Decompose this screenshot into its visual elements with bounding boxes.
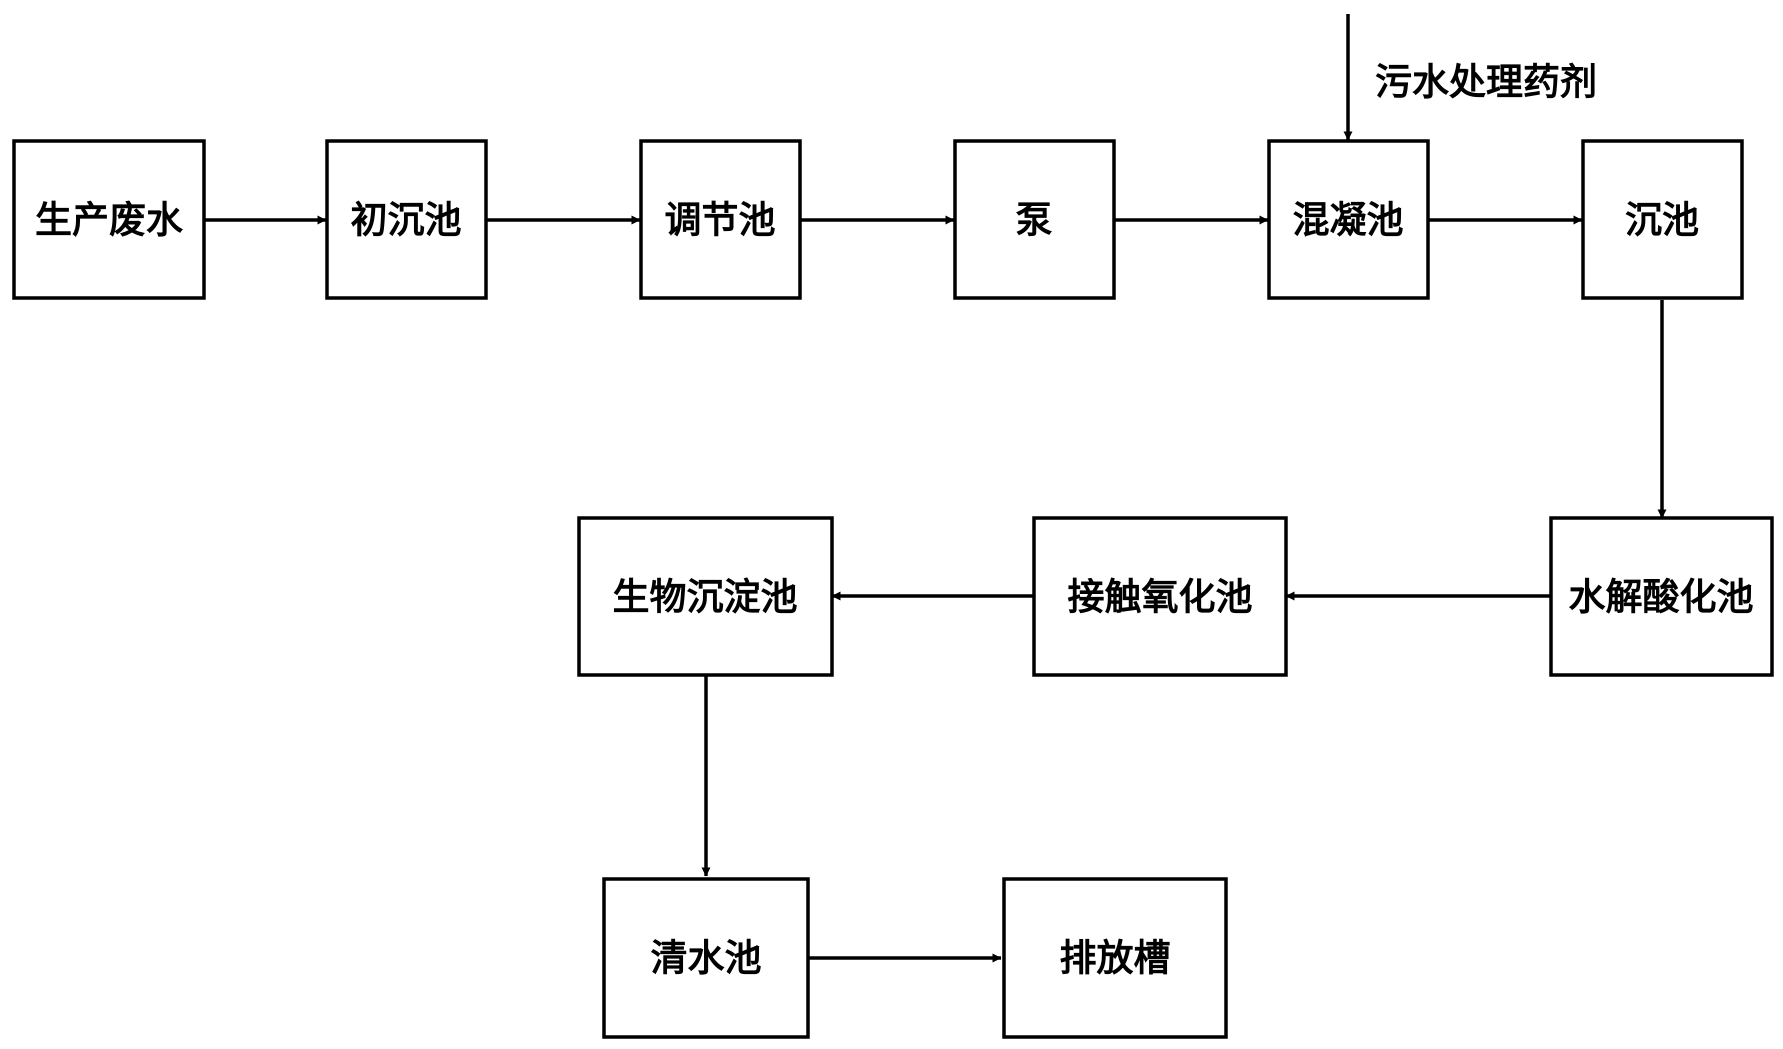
- chemical-input-label: 污水处理药剂: [1375, 61, 1597, 104]
- node-discharge-trough: 排放槽: [1002, 877, 1228, 1039]
- node-label: 泵: [1016, 199, 1053, 242]
- node-label: 接触氧化池: [1068, 576, 1253, 619]
- node-primary-settling-tank: 初沉池: [325, 139, 488, 300]
- node-label: 清水池: [651, 937, 762, 980]
- node-label: 初沉池: [351, 199, 462, 242]
- node-label: 生产废水: [35, 199, 184, 242]
- node-hydrolysis-acidification-tank: 水解酸化池: [1549, 516, 1774, 677]
- node-biological-sedimentation-tank: 生物沉淀池: [577, 516, 834, 677]
- node-label: 沉池: [1625, 199, 1699, 242]
- node-production-wastewater: 生产废水: [12, 139, 206, 300]
- node-label: 生物沉淀池: [613, 576, 798, 619]
- node-label: 水解酸化池: [1569, 576, 1754, 619]
- node-regulating-tank: 调节池: [639, 139, 802, 300]
- node-pump: 泵: [953, 139, 1116, 300]
- node-settling-tank: 沉池: [1581, 139, 1744, 300]
- node-label: 调节池: [665, 199, 776, 242]
- node-contact-oxidation-tank: 接触氧化池: [1032, 516, 1288, 677]
- node-label: 排放槽: [1060, 937, 1171, 980]
- node-coagulation-tank: 混凝池: [1267, 139, 1430, 300]
- node-label: 混凝池: [1293, 199, 1404, 242]
- node-clear-water-tank: 清水池: [602, 877, 810, 1039]
